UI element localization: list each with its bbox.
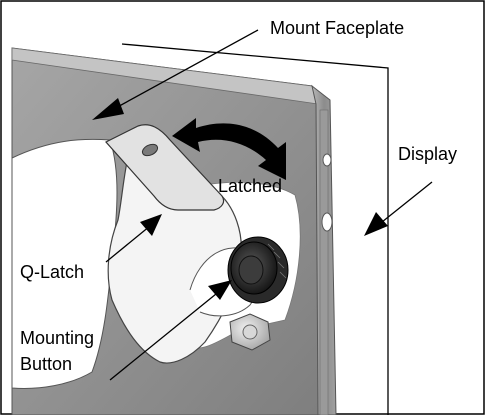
label-display: Display	[398, 144, 457, 164]
hex-bolt-center	[242, 324, 258, 340]
label-latched: Latched	[218, 176, 282, 196]
edge-hole-middle	[321, 212, 333, 232]
leader-mounting-button	[109, 293, 217, 381]
leader-mount-faceplate	[111, 29, 259, 111]
handle-hole	[141, 143, 159, 157]
label-q-latch: Q-Latch	[20, 262, 84, 282]
label-mounting-line1: Mounting	[20, 328, 94, 348]
latch-handle-tab	[105, 124, 225, 211]
curved-double-arrow-icon	[172, 118, 286, 180]
label-mounting-line2: Button	[20, 354, 72, 374]
display-edge-inner	[319, 109, 329, 415]
label-mount-faceplate: Mount Faceplate	[270, 18, 404, 38]
leader-mounting-button-head	[208, 280, 232, 300]
leader-q-latch	[105, 225, 151, 263]
knob-knurling	[267, 243, 287, 279]
leader-q-latch-head	[140, 214, 162, 236]
display-outline-line	[121, 43, 389, 415]
leader-display	[381, 181, 433, 223]
mounting-button-cap	[238, 255, 264, 285]
edge-hole-upper	[322, 153, 332, 167]
leader-mount-faceplate-head	[92, 98, 124, 120]
leader-display-head	[364, 212, 388, 236]
